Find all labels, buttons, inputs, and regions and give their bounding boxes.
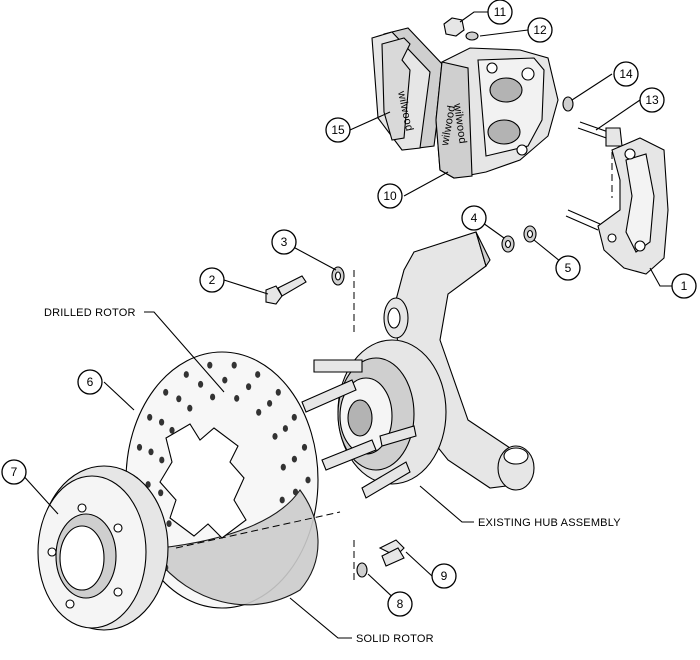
drill-hole xyxy=(198,380,204,388)
callout-3-number: 3 xyxy=(281,235,288,249)
drill-hole xyxy=(234,395,240,402)
spacer-washers xyxy=(501,209,601,253)
solid-rotor-label: SOLID ROTOR xyxy=(356,633,434,645)
wheel-studs xyxy=(301,359,417,499)
drill-hole xyxy=(207,361,213,369)
drill-hole xyxy=(279,496,285,504)
callout-7-number: 7 xyxy=(11,465,18,479)
drill-hole xyxy=(256,408,262,416)
drill-hole xyxy=(267,400,273,407)
drill-hole xyxy=(292,488,299,496)
callout-10: 10 xyxy=(377,183,403,209)
callout-12: 12 xyxy=(527,17,553,43)
drill-hole xyxy=(159,418,165,426)
rotor-hat xyxy=(37,465,169,631)
callout-12-number: 12 xyxy=(533,23,547,37)
drill-hole xyxy=(136,443,143,451)
drill-hole xyxy=(176,395,182,403)
drill-hole xyxy=(246,383,252,391)
drilled-rotor-label: DRILLED ROTOR xyxy=(44,307,136,319)
drill-hole xyxy=(183,371,189,378)
callout-8-number: 8 xyxy=(397,597,404,611)
drill-hole xyxy=(272,433,278,440)
callout-6-number: 6 xyxy=(87,375,94,389)
callout-10-number: 10 xyxy=(383,189,397,203)
drill-hole xyxy=(158,489,164,497)
drill-hole xyxy=(301,443,308,451)
callout-15: 15 xyxy=(325,117,351,143)
drill-hole xyxy=(222,376,228,384)
drilled-rotor xyxy=(125,351,319,609)
mounting-bolt-top xyxy=(562,96,623,147)
drill-hole xyxy=(275,388,281,396)
caliper-nut-and-washer xyxy=(443,17,479,41)
drill-hole xyxy=(169,426,175,434)
drill-hole xyxy=(166,520,172,527)
caliper: wilwood wilwood xyxy=(435,47,559,179)
callout-11-number: 11 xyxy=(494,5,507,19)
callout-2-number: 2 xyxy=(209,273,216,287)
drill-hole xyxy=(187,404,193,412)
callout-5-number: 5 xyxy=(565,261,572,275)
drill-hole xyxy=(148,448,154,456)
callout-4-number: 4 xyxy=(471,211,478,225)
callout-3: 3 xyxy=(271,229,297,255)
callout-1: 1 xyxy=(671,273,697,299)
callout-11: 11 xyxy=(487,0,513,25)
callout-5: 5 xyxy=(555,255,581,281)
callout-14: 14 xyxy=(613,61,639,87)
callout-13: 13 xyxy=(639,87,665,113)
caliper-brand-mark-upper: wilwood xyxy=(451,102,469,145)
drill-hole xyxy=(210,393,216,401)
caliper-bracket xyxy=(597,137,669,275)
rotor-bolt-and-washer xyxy=(356,539,405,578)
callout-8: 8 xyxy=(387,591,413,617)
callout-2: 2 xyxy=(199,267,225,293)
bolt-and-washer-left xyxy=(265,266,345,305)
drill-hole xyxy=(147,413,153,421)
drill-hole xyxy=(305,476,311,484)
callout-4: 4 xyxy=(461,205,487,231)
leader-lines xyxy=(19,11,672,639)
assembly-centerlines xyxy=(175,152,613,580)
callout-1-number: 1 xyxy=(681,279,688,293)
callout-9: 9 xyxy=(431,563,457,589)
drill-hole xyxy=(291,455,297,463)
callout-14-number: 14 xyxy=(619,67,633,81)
drill-hole xyxy=(282,425,288,432)
callout-15-number: 15 xyxy=(331,123,345,137)
callout-13-number: 13 xyxy=(645,93,659,107)
drill-hole xyxy=(280,463,286,471)
drill-hole xyxy=(255,371,261,378)
drill-hole xyxy=(231,361,237,369)
drill-hole xyxy=(163,388,169,396)
callout-7: 7 xyxy=(1,459,27,485)
brake-pad: wilwood xyxy=(371,27,445,151)
existing-hub-label: EXISTING HUB ASSEMBLY xyxy=(478,517,621,529)
drill-hole xyxy=(291,413,297,421)
callout-9-number: 9 xyxy=(441,569,448,583)
callout-6: 6 xyxy=(77,369,103,395)
drill-hole xyxy=(159,456,165,464)
hub-assembly xyxy=(301,339,447,499)
